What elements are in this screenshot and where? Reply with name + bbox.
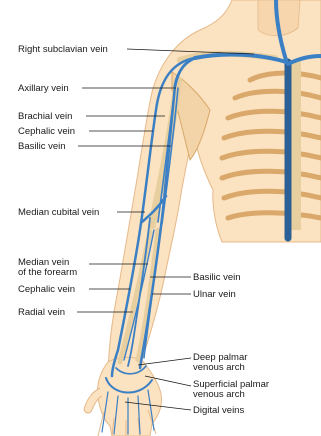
label-superficial-palmar-line2: venous arch xyxy=(193,389,245,400)
label-median-vein-forearm-line2: of the forearm xyxy=(18,267,77,278)
label-cephalic-vein-lower: Cephalic vein xyxy=(18,284,75,295)
label-brachial-vein: Brachial vein xyxy=(18,111,72,122)
label-right-subclavian-vein: Right subclavian vein xyxy=(18,44,108,55)
leader-deep-palmar xyxy=(138,358,191,365)
label-median-cubital-vein: Median cubital vein xyxy=(18,207,99,218)
label-basilic-vein-lower: Basilic vein xyxy=(193,272,241,283)
label-digital-veins: Digital veins xyxy=(193,405,244,416)
label-deep-palmar-line2: venous arch xyxy=(193,362,245,373)
label-cephalic-vein-upper: Cephalic vein xyxy=(18,126,75,137)
label-ulnar-vein: Ulnar vein xyxy=(193,289,236,300)
label-axillary-vein: Axillary vein xyxy=(18,83,69,94)
label-radial-vein: Radial vein xyxy=(18,307,65,318)
label-basilic-vein-upper: Basilic vein xyxy=(18,141,66,152)
